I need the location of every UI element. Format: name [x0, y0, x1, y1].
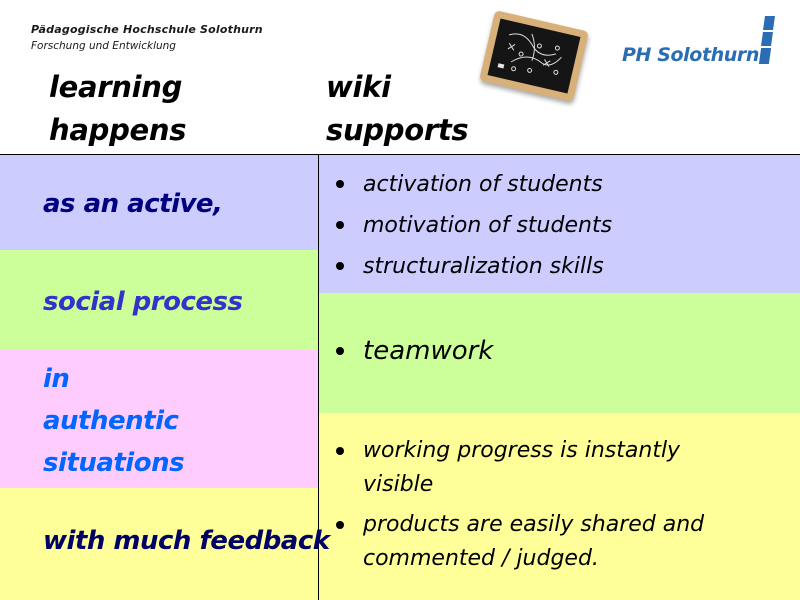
bullet-list-activation: activation of students motivation of stu… [336, 164, 612, 287]
left-heading-line-1: learning [49, 70, 183, 104]
left-heading-line-2: happens [49, 113, 187, 147]
bullet-icon [336, 347, 344, 355]
bullet-icon [336, 180, 344, 188]
column-divider [318, 155, 319, 600]
label-authentic-situations: in authentic situations [43, 358, 185, 484]
logo-bar-bottom [758, 48, 772, 64]
bullet-item: structuralization skills [336, 246, 612, 287]
chalkboard-icon [479, 10, 589, 102]
bullet-icon [336, 521, 344, 529]
bullet-item: teamwork [336, 330, 493, 372]
institution-name: Pädagogische Hochschule Solothurn [31, 23, 263, 36]
bullet-icon [336, 262, 344, 270]
header-divider [0, 154, 800, 155]
bullet-text: motivation of students [363, 213, 613, 238]
left-band-active [0, 155, 318, 250]
label-line: social process [43, 287, 243, 317]
label-line: situations [43, 448, 185, 478]
logo-bar-middle [761, 32, 773, 46]
department-name: Forschung und Entwicklung [31, 40, 176, 52]
institution-block: Pädagogische Hochschule Solothurn Forsch… [31, 22, 263, 54]
bullet-list-teamwork: teamwork [336, 330, 493, 372]
bullet-item: motivation of students [336, 205, 612, 246]
label-line: with much feedback [43, 526, 330, 556]
bullet-text: working progress is instantly visible [363, 438, 681, 497]
bullet-item: products are easily shared and commented… [336, 508, 756, 576]
bullet-text: products are easily shared and commented… [363, 512, 705, 571]
label-active-process: as an active, [43, 183, 223, 225]
right-band-teamwork [319, 293, 800, 413]
bullet-text: activation of students [363, 172, 603, 197]
right-heading-line-1: wiki [326, 70, 391, 104]
label-much-feedback: with much feedback [43, 520, 330, 562]
bullet-icon [336, 221, 344, 229]
bullet-text: teamwork [363, 336, 494, 366]
bullet-list-visibility: working progress is instantly visible pr… [336, 434, 756, 576]
left-column-heading: learning happens [49, 66, 187, 152]
label-line: in [43, 364, 70, 394]
logo-text: PH Solothurn [622, 44, 759, 66]
ph-solothurn-logo: PH Solothurn [622, 16, 782, 68]
chalk-diagram-icon [497, 33, 562, 75]
right-band-visibility [319, 413, 800, 600]
label-social-process: social process [43, 281, 243, 323]
bullet-item: working progress is instantly visible [336, 434, 756, 502]
right-band-activation [319, 155, 800, 293]
bullet-icon [336, 447, 344, 455]
right-heading-line-2: supports [326, 113, 469, 147]
bullet-text: structuralization skills [363, 254, 604, 279]
left-band-feedback [0, 488, 318, 600]
logo-bar-top [763, 16, 775, 30]
left-band-social [0, 250, 318, 350]
label-line: authentic [43, 406, 179, 436]
right-column-heading: wiki supports [326, 66, 469, 152]
bullet-item: activation of students [336, 164, 612, 205]
left-band-authentic [0, 350, 318, 488]
label-line: as an active, [43, 189, 223, 219]
